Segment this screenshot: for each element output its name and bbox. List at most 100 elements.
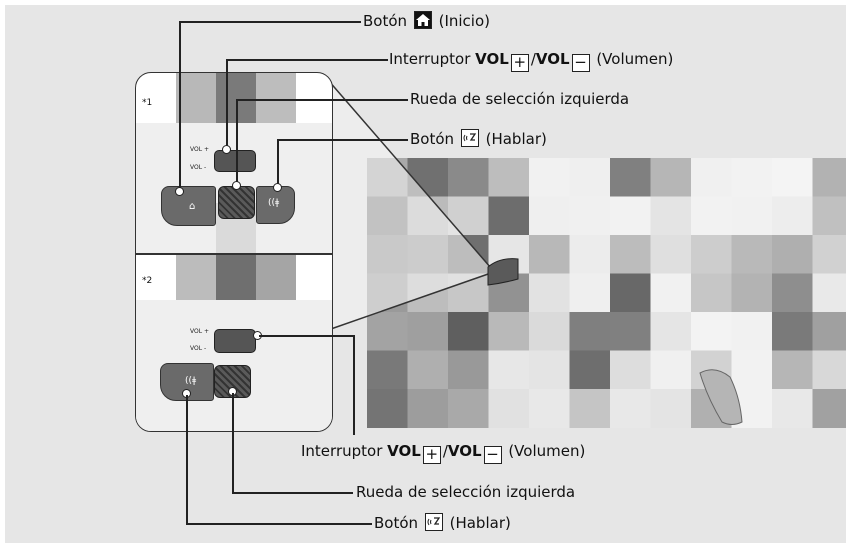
background-scene — [327, 79, 846, 428]
label-suffix: (Hablar) — [485, 130, 547, 148]
mosaic-tile — [488, 389, 530, 428]
mosaic-tile — [650, 235, 692, 274]
mosaic-tile — [610, 273, 651, 313]
mosaic-tile — [650, 158, 692, 197]
vol-minus-label: VOL - — [190, 164, 207, 171]
mosaic-tile — [731, 196, 773, 236]
volume-switch[interactable] — [214, 329, 256, 353]
mosaic-tile — [569, 350, 611, 390]
mosaic-tile — [812, 389, 846, 428]
leader-talk-bottom-h — [186, 523, 372, 525]
mosaic-tile — [731, 312, 773, 351]
leader-talk-top — [277, 139, 279, 187]
variant-2-tag: *2 — [142, 276, 153, 286]
mosaic-tile — [448, 389, 489, 428]
mosaic-tile — [367, 350, 408, 390]
mosaic-tile — [569, 196, 611, 236]
mosaic-tile — [529, 273, 570, 313]
leader-talk-top-h — [277, 139, 408, 141]
talk-icon — [460, 129, 479, 147]
mosaic-tile — [448, 158, 489, 197]
mosaic-tile — [650, 350, 692, 390]
mosaic-tile — [731, 273, 773, 313]
leader-home — [179, 21, 181, 191]
left-wheel-label: Rueda de selección izquierda — [356, 483, 576, 501]
label-prefix: Botón — [410, 130, 455, 148]
talk-button-label: Botón (Hablar) — [374, 513, 511, 533]
mosaic-tile — [610, 158, 651, 197]
mosaic-tile — [407, 389, 449, 428]
label-suffix: (Inicio) — [438, 12, 491, 30]
leader-wheel-bottom-h — [232, 492, 353, 494]
variant-1-tag: *1 — [142, 98, 153, 108]
mosaic-tile — [650, 273, 692, 313]
mosaic-tile — [529, 235, 570, 274]
mosaic-tile — [488, 158, 530, 197]
talk-pointer-dot — [273, 183, 282, 192]
mosaic-tile — [488, 350, 530, 390]
mosaic-tile — [650, 389, 692, 428]
mosaic-tile — [812, 273, 846, 313]
talk-icon: ((ǂ — [268, 198, 280, 208]
vol-text: VOL — [475, 50, 509, 68]
mosaic-tile — [691, 158, 732, 197]
label-prefix: Interruptor — [389, 50, 471, 68]
steering-wheel-image — [367, 158, 846, 428]
mosaic-tile — [812, 312, 846, 351]
mosaic-tile — [650, 312, 692, 351]
vol-text: VOL — [447, 442, 482, 460]
mosaic-tile — [812, 350, 846, 390]
volume-switch[interactable] — [214, 150, 256, 172]
mosaic-tile — [731, 350, 773, 390]
mosaic-tile — [731, 235, 773, 274]
mosaic-tile — [569, 158, 611, 197]
mosaic-tile — [488, 196, 530, 236]
label-suffix: (Hablar) — [449, 514, 511, 532]
mosaic-tile — [407, 312, 449, 351]
plus-icon: + — [510, 54, 529, 72]
mosaic-tile — [610, 196, 651, 236]
mosaic-tile — [691, 273, 732, 313]
mosaic-tile — [772, 158, 813, 197]
minus-icon: − — [571, 54, 590, 72]
talk-icon — [424, 513, 443, 531]
mosaic-tile — [812, 196, 846, 236]
plus-icon: + — [422, 446, 441, 464]
home-button[interactable]: ⌂ — [161, 186, 216, 226]
label-prefix: Interruptor — [301, 442, 383, 460]
talk-button-label: Botón (Hablar) — [410, 129, 547, 149]
mosaic-tile — [569, 273, 611, 313]
mosaic-tile — [448, 312, 489, 351]
mosaic-tile — [691, 196, 732, 236]
mosaic-tile — [367, 312, 408, 351]
mosaic-tile — [407, 350, 449, 390]
mosaic-tile — [529, 158, 570, 197]
vol-minus-label: VOL - — [190, 345, 207, 352]
leader-talk-bottom — [186, 395, 188, 524]
home-icon — [413, 11, 432, 29]
leader-wheel-top — [236, 99, 238, 185]
leader-vol-top — [226, 59, 228, 149]
mosaic-tile — [529, 312, 570, 351]
talk-icon: ((ǂ — [185, 376, 197, 386]
mosaic-tile — [448, 350, 489, 390]
label-prefix: Botón — [363, 12, 408, 30]
mosaic-tile — [610, 235, 651, 274]
volume-switch-label: Interruptor VOL+/VOL− (Volumen) — [389, 49, 673, 72]
mosaic-tile — [772, 350, 813, 390]
mosaic-tile — [569, 312, 611, 351]
leader-wheel-bottom — [232, 393, 234, 493]
left-selector-wheel[interactable] — [218, 186, 255, 219]
mosaic-tile — [529, 350, 570, 390]
slash: / — [530, 50, 536, 68]
mosaic-tile — [610, 350, 651, 390]
steering-switch-graphic — [487, 258, 519, 286]
mosaic-tile — [610, 389, 651, 428]
talk-button[interactable]: ((ǂ — [160, 363, 214, 401]
mosaic-tile — [812, 235, 846, 274]
mosaic-tile — [772, 196, 813, 236]
mosaic-tile — [529, 196, 570, 236]
leader-vol-top-h — [226, 59, 388, 61]
label-suffix: (Volumen) — [596, 50, 674, 68]
mosaic-tile — [650, 196, 692, 236]
